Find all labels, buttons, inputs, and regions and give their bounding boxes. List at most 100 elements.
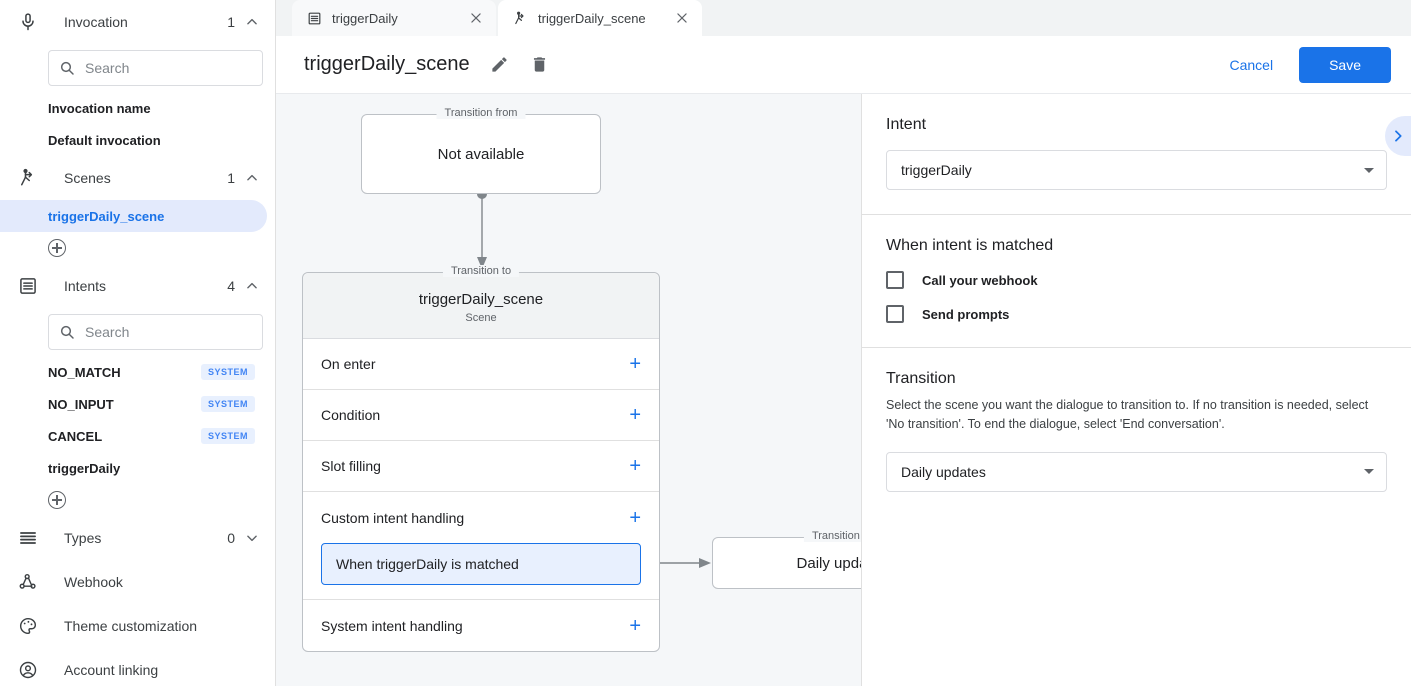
scene-row-on-enter[interactable]: On enter + <box>303 339 659 390</box>
account-circle-icon <box>16 658 40 682</box>
send-prompts-checkbox-row[interactable]: Send prompts <box>886 305 1387 323</box>
scene-row-system-intent-handling[interactable]: System intent handling + <box>303 600 659 651</box>
intents-search[interactable] <box>48 314 263 350</box>
intent-handler-chip[interactable]: When triggerDaily is matched <box>321 543 641 585</box>
trash-icon[interactable] <box>530 55 550 75</box>
pencil-icon[interactable] <box>490 55 510 75</box>
add-intent-button[interactable] <box>0 484 275 516</box>
sidebar-item-triggerdaily[interactable]: triggerDaily <box>0 452 267 484</box>
chevron-up-icon[interactable] <box>245 279 259 293</box>
sidebar-item-label: CANCEL <box>48 428 103 444</box>
sidebar-section-intents-count: 4 <box>227 278 235 294</box>
tab-label: triggerDaily_scene <box>538 10 646 26</box>
close-icon[interactable] <box>674 10 690 26</box>
save-button[interactable]: Save <box>1299 46 1391 83</box>
sidebar-item-webhook[interactable]: Webhook <box>0 560 275 604</box>
chevron-up-icon[interactable] <box>245 15 259 29</box>
status-badge: SYSTEM <box>200 364 255 380</box>
add-on-enter-icon[interactable]: + <box>629 353 641 375</box>
add-custom-intent-icon[interactable]: + <box>629 506 641 529</box>
sidebar-item-account-linking[interactable]: Account linking <box>0 648 275 686</box>
sidebar-section-types-label: Types <box>64 530 102 546</box>
tab-triggerdaily[interactable]: triggerDaily <box>292 0 496 36</box>
scene-card-subtitle: Scene <box>465 312 497 324</box>
scene-row-condition[interactable]: Condition + <box>303 390 659 441</box>
search-icon <box>59 324 75 340</box>
chevron-down-icon <box>1364 167 1374 173</box>
invocation-search-input[interactable] <box>85 60 252 76</box>
sidebar-section-invocation[interactable]: Invocation 1 <box>0 0 275 44</box>
sidebar-section-scenes-count: 1 <box>227 170 235 186</box>
intent-select[interactable]: triggerDaily <box>886 150 1387 190</box>
sidebar-item-cancel[interactable]: CANCEL SYSTEM <box>0 420 267 452</box>
call-your-webhook-checkbox-row[interactable]: Call your webhook <box>886 271 1387 289</box>
send-prompts-label: Send prompts <box>922 306 1010 322</box>
call-your-webhook-label: Call your webhook <box>922 272 1038 288</box>
scene-flow-icon <box>16 166 40 190</box>
left-sidebar: Invocation 1 Invocation name Default inv… <box>0 0 276 686</box>
sidebar-section-invocation-count: 1 <box>227 14 235 30</box>
plus-circle-icon <box>48 491 66 509</box>
scene-row-label: Slot filling <box>321 458 381 474</box>
close-icon[interactable] <box>468 10 484 26</box>
cancel-button[interactable]: Cancel <box>1215 48 1287 82</box>
sidebar-item-label: NO_INPUT <box>48 396 114 412</box>
scene-header: triggerDaily_scene Cancel Save <box>276 36 1411 94</box>
sidebar-item-label: triggerDaily <box>48 460 121 476</box>
intent-heading: Intent <box>886 116 927 133</box>
sidebar-item-theme-customization[interactable]: Theme customization <box>0 604 275 648</box>
sidebar-item-no-match[interactable]: NO_MATCH SYSTEM <box>0 356 267 388</box>
sidebar-item-triggerdaily-scene[interactable]: triggerDaily_scene <box>0 200 267 232</box>
transition-select-value: Daily updates <box>901 463 986 480</box>
webhook-icon <box>16 570 40 594</box>
when-intent-matched-section: When intent is matched Call your webhook… <box>862 215 1411 348</box>
sidebar-section-scenes[interactable]: Scenes 1 <box>0 156 275 200</box>
add-condition-icon[interactable]: + <box>629 404 641 426</box>
sidebar-item-default-invocation[interactable]: Default invocation <box>0 124 267 156</box>
transition-heading: Transition <box>886 370 956 387</box>
daily-updates-legend: Transition to <box>803 530 861 542</box>
chevron-up-icon[interactable] <box>245 171 259 185</box>
scene-row-slot-filling[interactable]: Slot filling + <box>303 441 659 492</box>
intent-section: Intent triggerDaily <box>862 94 1411 215</box>
tab-label: triggerDaily <box>332 10 398 26</box>
search-icon <box>59 60 75 76</box>
sidebar-item-label: Account linking <box>64 662 159 678</box>
status-badge: SYSTEM <box>200 396 255 412</box>
scene-row-custom-intent-handling[interactable]: Custom intent handling + <box>303 492 659 543</box>
sidebar-item-label: Default invocation <box>48 132 161 148</box>
scene-graph-canvas[interactable]: Transition from Not available Transition… <box>276 94 862 686</box>
add-scene-button[interactable] <box>0 232 275 264</box>
scene-card: Transition to triggerDaily_scene Scene O… <box>302 265 660 652</box>
sidebar-section-intents[interactable]: Intents 4 <box>0 264 275 308</box>
sidebar-item-no-input[interactable]: NO_INPUT SYSTEM <box>0 388 267 420</box>
daily-updates-node[interactable]: Transition to Daily updates <box>712 530 861 589</box>
invocation-search[interactable] <box>48 50 263 86</box>
intents-search-input[interactable] <box>85 324 252 340</box>
microphone-icon <box>16 10 40 34</box>
transition-select[interactable]: Daily updates <box>886 451 1387 492</box>
transition-to-legend: Transition to <box>442 265 520 277</box>
tab-triggerdaily-scene[interactable]: triggerDaily_scene <box>498 0 702 36</box>
plus-circle-icon <box>48 239 66 257</box>
add-system-intent-icon[interactable]: + <box>629 614 641 637</box>
transition-from-legend: Transition from <box>436 107 526 119</box>
status-badge: SYSTEM <box>200 428 255 444</box>
scene-row-label: On enter <box>321 356 376 372</box>
send-prompts-checkbox[interactable] <box>886 305 904 323</box>
chevron-right-icon[interactable] <box>1385 116 1411 156</box>
sidebar-section-intents-label: Intents <box>64 278 107 294</box>
chevron-down-icon[interactable] <box>245 531 259 545</box>
transition-from-node[interactable]: Transition from Not available <box>361 107 601 194</box>
sidebar-item-label: triggerDaily_scene <box>48 208 165 224</box>
sidebar-item-invocation-name[interactable]: Invocation name <box>0 92 267 124</box>
chevron-down-icon <box>1364 469 1374 474</box>
list-box-icon <box>306 10 322 26</box>
sidebar-section-types[interactable]: Types 0 <box>0 516 275 560</box>
sidebar-item-label: Invocation name <box>48 100 151 116</box>
custom-intent-handler-list: When triggerDaily is matched <box>303 543 659 600</box>
call-your-webhook-checkbox[interactable] <box>886 271 904 289</box>
sidebar-section-types-count: 0 <box>227 530 235 546</box>
add-slot-filling-icon[interactable]: + <box>629 455 641 477</box>
